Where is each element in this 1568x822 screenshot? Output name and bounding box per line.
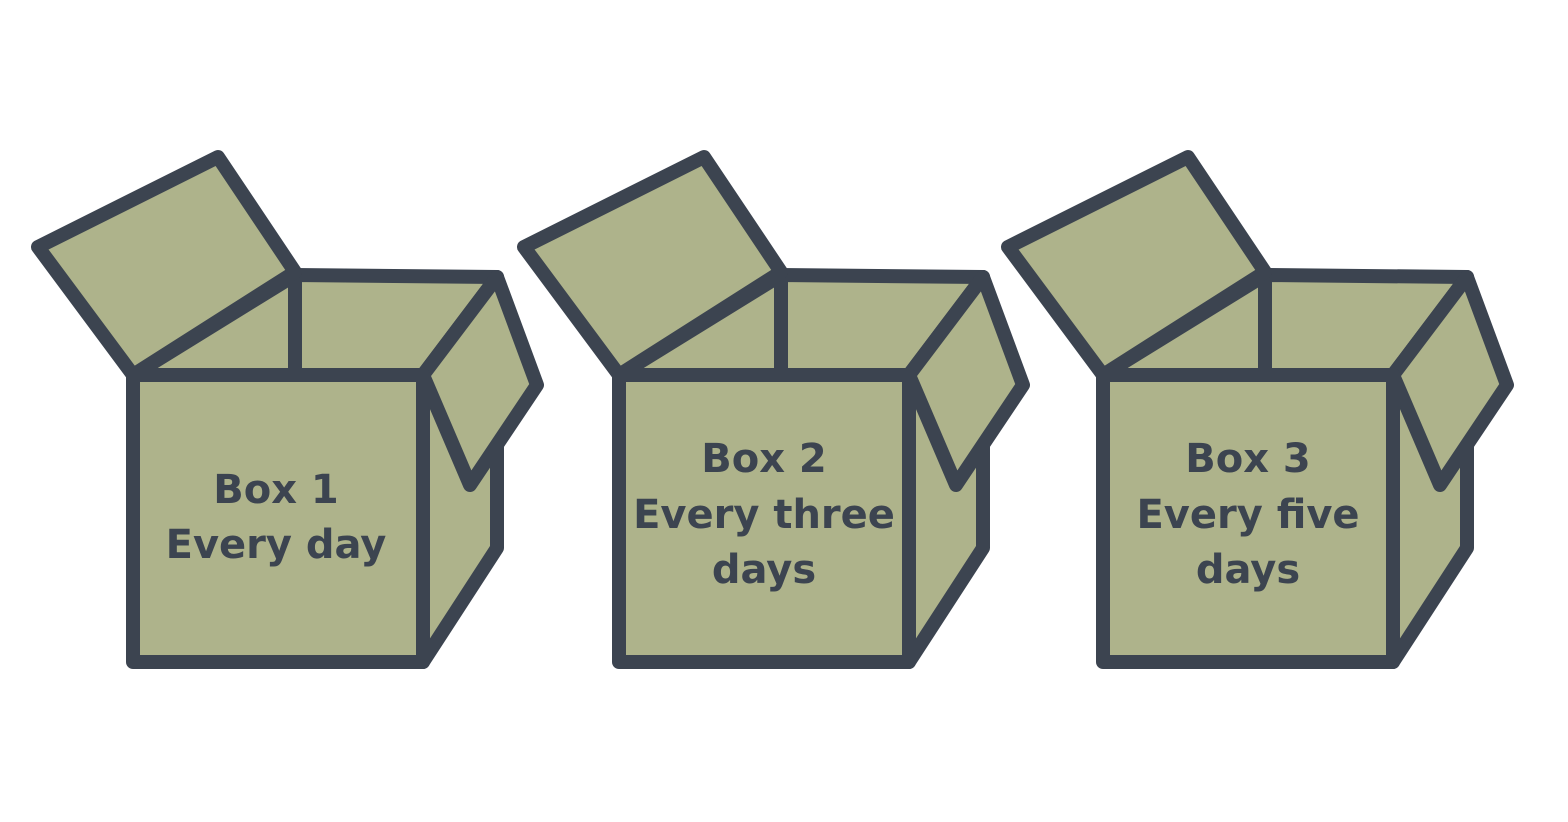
box-2-right-flap [902, 270, 1030, 492]
box-1-label-line-1: Box 1 [213, 467, 339, 513]
box-2-left-flap [517, 150, 788, 382]
box-3-left-flap [1001, 150, 1272, 382]
box-3-right-flap [1386, 270, 1514, 492]
box-1-front-face [126, 368, 430, 669]
box-2: Box 2 Every three days [517, 150, 1030, 669]
box-2-label-line-2: Every three [633, 492, 895, 538]
box-2-front-face [612, 368, 916, 669]
box-1-right-flap [416, 270, 544, 492]
box-1-left-flap [31, 150, 302, 382]
box-2-label-line-1: Box 2 [701, 436, 827, 482]
box-3-label-line-2: Every five [1136, 492, 1359, 538]
box-2-label-line-3: days [712, 547, 816, 593]
box-3-front-face [1096, 368, 1400, 669]
box-3-label-line-1: Box 3 [1185, 436, 1311, 482]
box-3: Box 3 Every five days [1001, 150, 1514, 669]
box-3-label-line-3: days [1196, 547, 1300, 593]
box-1: Box 1 Every day [31, 150, 544, 669]
box-1-label-line-2: Every day [166, 522, 387, 568]
